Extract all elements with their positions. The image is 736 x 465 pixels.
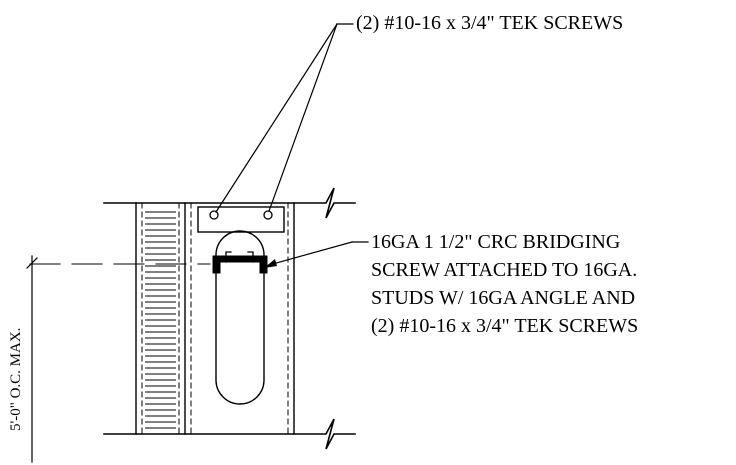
side-callout-leader (264, 241, 369, 268)
bridging-callout-line-3: STUDS W/ 16GA ANGLE AND (371, 287, 635, 309)
screw-left-icon (209, 210, 219, 220)
bridging-callout-line-4: (2) #10-16 x 3/4" TEK SCREWS (371, 315, 638, 337)
screw-callout: (2) #10-16 x 3/4" TEK SCREWS (356, 12, 623, 34)
stud-knockout-slot (215, 230, 265, 405)
screw-right-icon (263, 210, 273, 220)
spacing-dimension (26, 255, 38, 463)
bottom-break-line (103, 418, 356, 450)
dimension-label: 5'-0" O.C. MAX. (8, 328, 24, 431)
wall-section (135, 202, 295, 435)
bridging-channel (212, 251, 268, 274)
bridging-callout-line-2: SCREW ATTACHED TO 16GA. (371, 259, 637, 281)
top-break-line (103, 187, 356, 219)
top-callout-leaders (215, 23, 354, 213)
stud-web-hatch (145, 211, 176, 429)
clip-angle-plate (197, 206, 285, 233)
bridging-callout-line-1: 16GA 1 1/2" CRC BRIDGING (371, 231, 620, 253)
